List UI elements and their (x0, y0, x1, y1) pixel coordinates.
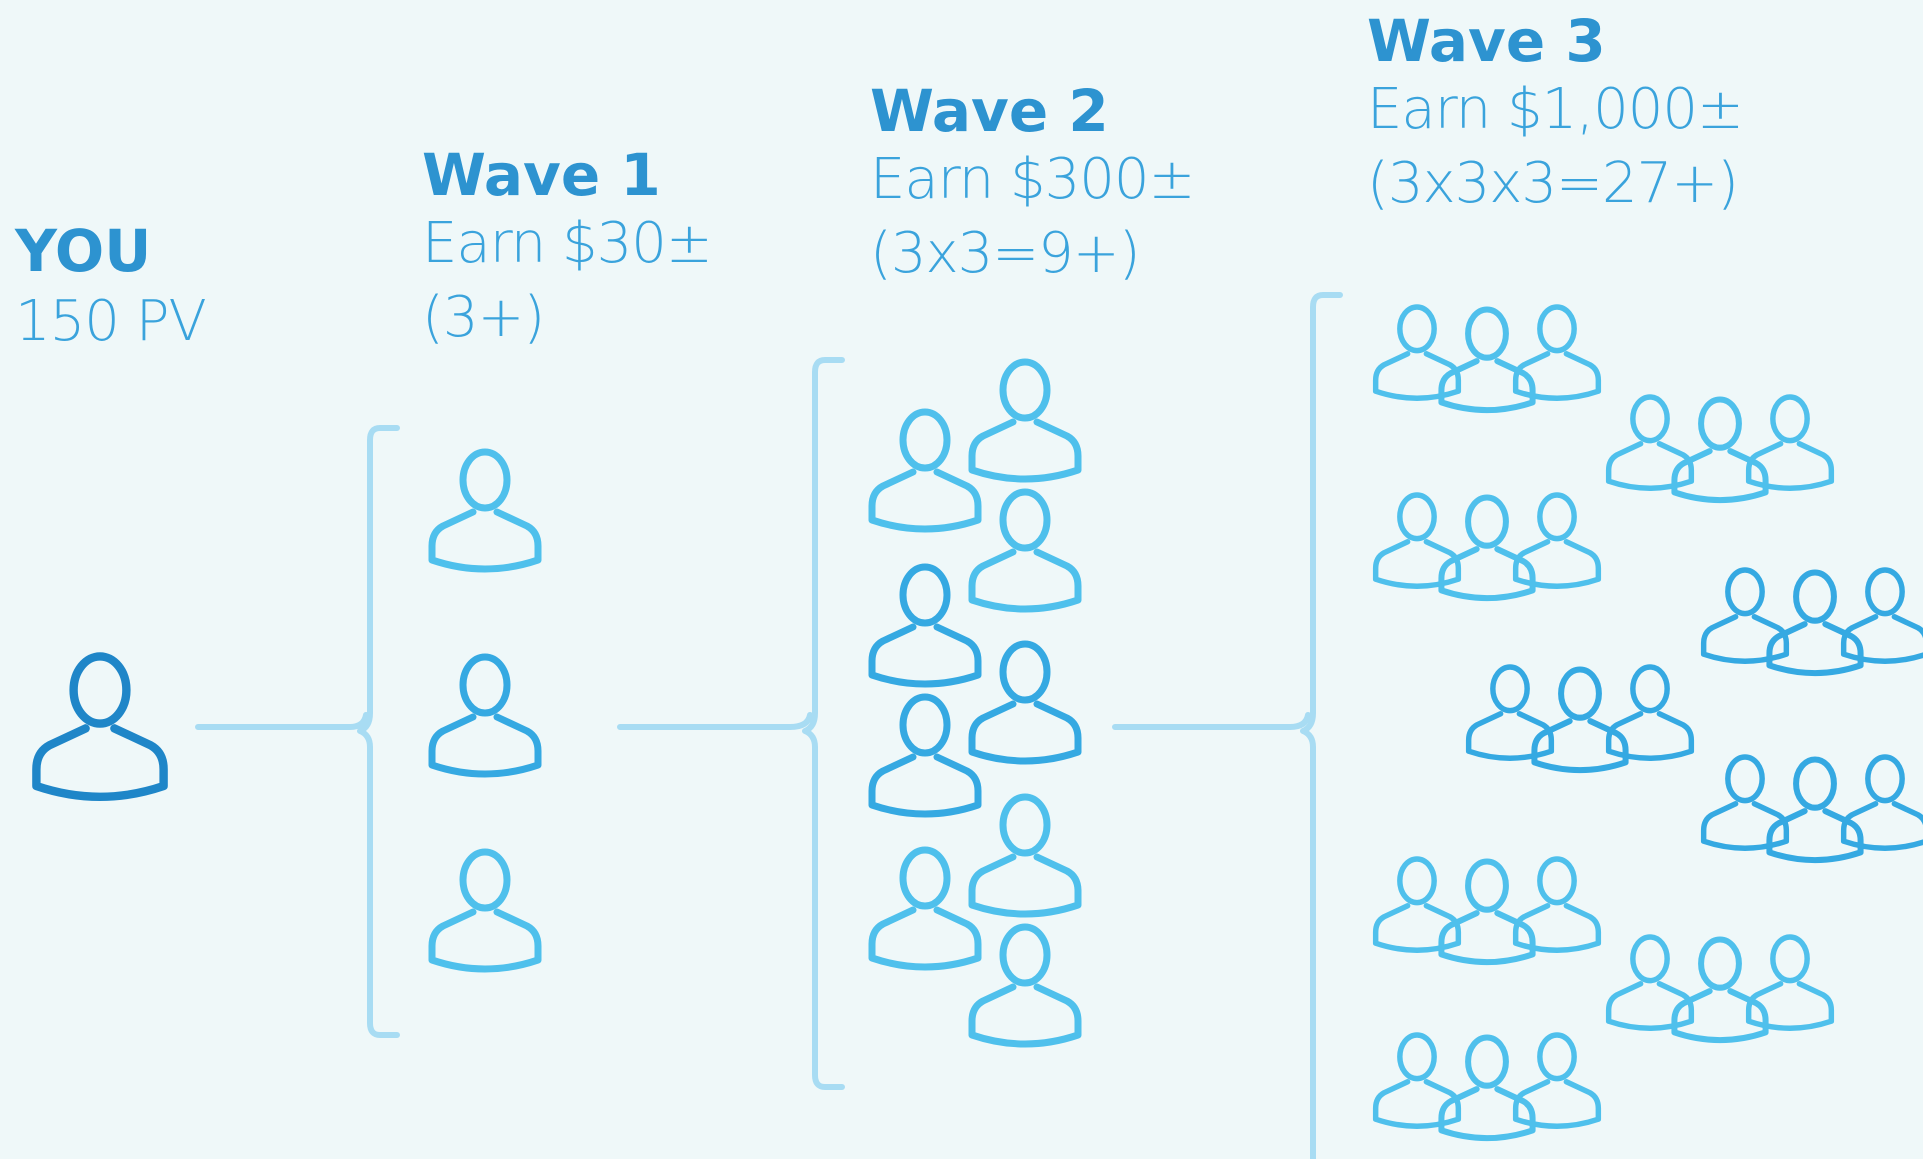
wave-3-trio-icon (1704, 757, 1923, 860)
you-person-icon (36, 656, 163, 796)
wave-3-trio-icon (1376, 859, 1599, 962)
wave-2-person-icon (872, 850, 978, 967)
wave-2-icons (872, 362, 1078, 1044)
wave-3-title: Wave 3 (1367, 7, 1606, 75)
connector-wave2-to-wave3 (1112, 712, 1311, 730)
wave-1-title: Wave 1 (422, 141, 661, 209)
wave-3-count: (3x3x3=27+) (1367, 151, 1739, 216)
wave-1-icons (432, 452, 538, 969)
wave-2-person-icon (872, 697, 978, 814)
wave-3-icons (1376, 307, 1923, 1138)
wave-1-person-icon (432, 852, 538, 969)
wave-2-person-icon (972, 492, 1078, 609)
connector-you-to-wave1 (195, 712, 369, 730)
wave-3-trio-icon (1469, 667, 1692, 770)
wave-3-trio-icon (1376, 495, 1599, 598)
bracket-wave1 (357, 425, 400, 1038)
wave-1-earn: Earn $30± (422, 211, 713, 276)
wave-2-person-icon (972, 644, 1078, 761)
you-pv: 150 PV (15, 289, 207, 354)
bracket-wave3 (1300, 292, 1343, 1159)
wave-3-trio-icon (1609, 397, 1832, 500)
wave-3-trio-icon (1609, 937, 1832, 1040)
wave-2-title: Wave 2 (870, 77, 1109, 145)
wave-1-person-icon (432, 657, 538, 774)
wave-3-trio-icon (1376, 1035, 1599, 1138)
connector-wave1-to-wave2 (617, 712, 813, 730)
wave-2-person-icon (972, 797, 1078, 914)
wave-2-person-icon (972, 362, 1078, 479)
you-title: YOU (15, 217, 152, 285)
wave-2-person-icon (872, 412, 978, 529)
bracket-wave2 (802, 357, 845, 1090)
wave-2-count: (3x3=9+) (870, 221, 1141, 286)
wave-3-earn: Earn $1,000± (1367, 77, 1744, 142)
wave-3-trio-icon (1704, 570, 1923, 673)
connector-lines (195, 292, 1343, 1159)
wave-2-earn: Earn $300± (870, 147, 1195, 212)
wave-2-person-icon (972, 927, 1078, 1044)
wave-3-trio-icon (1376, 307, 1599, 410)
wave-1-person-icon (432, 452, 538, 569)
wave-2-person-icon (872, 567, 978, 684)
wave-1-count: (3+) (422, 285, 545, 350)
